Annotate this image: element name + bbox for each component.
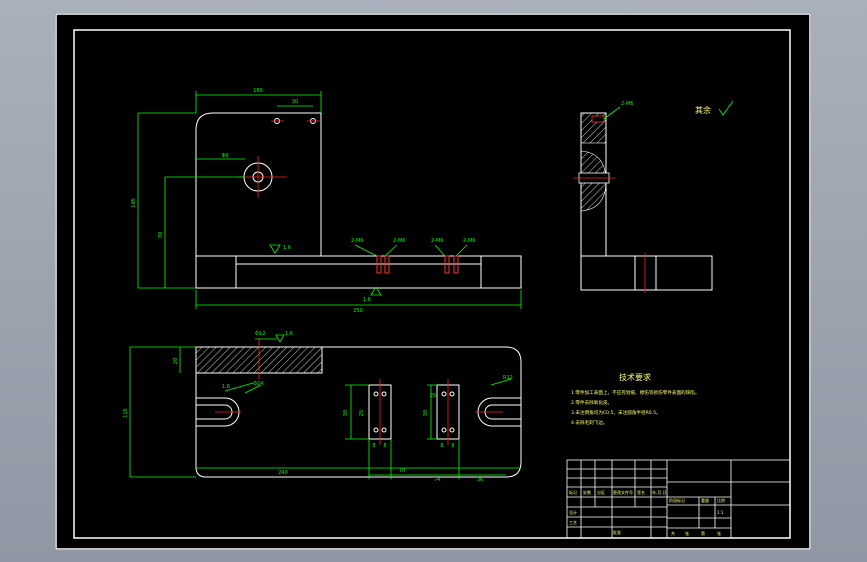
side-callout: 2-M6 [621, 101, 633, 107]
tb-sign: 签名 [637, 489, 645, 495]
pad2-dim-b: 25 [430, 393, 436, 399]
front-view [195, 112, 522, 289]
roughness-other-label: 其余 [695, 105, 711, 115]
title-block [566, 459, 791, 539]
pad1-dim-c: 8 [372, 443, 375, 449]
plan-dim-top: Φ12 [255, 331, 265, 337]
plan-dim-right: R12 [503, 375, 513, 381]
dim-base-label: 250 [353, 308, 363, 314]
plan-view-centerlines [215, 338, 503, 445]
callout-1: 2-M6 [351, 238, 363, 244]
tb-scale: 比例 [717, 497, 725, 503]
front-view-labels: 180 30 Φ9 145 70 250 1.6 1.6 2-M6 2-M6 2… [131, 88, 475, 314]
plan-dim-thick: 20 [173, 358, 179, 364]
tb-zone: 分区 [597, 489, 605, 495]
callout-4: 2-M6 [463, 238, 475, 244]
tb-sheet: 张 [717, 530, 721, 536]
roughness-base-label: 1.6 [363, 297, 371, 303]
side-view-hatching [578, 112, 610, 212]
front-view-centerlines [237, 120, 320, 198]
pad1-dim-b: 25 [359, 410, 365, 416]
callout-2: 2-M6 [393, 238, 405, 244]
callout-3: 2-M6 [431, 238, 443, 244]
pad2-dim-a: 30 [423, 410, 429, 416]
inner-frame [73, 29, 791, 539]
note-line-1: 1.零件加工表面上，不应有划痕、擦伤等损伤零件表面的缺陷。 [571, 389, 699, 396]
tb-process: 工艺 [569, 520, 577, 525]
plan-dim-gap2: 74 [434, 477, 440, 483]
note-line-2: 2.零件去除氧化皮。 [571, 399, 612, 406]
side-view-annotations [603, 100, 734, 120]
dim-hole-offset-label: 30 [292, 99, 298, 105]
notes-title: 技术要求 [619, 372, 651, 382]
tb-approve: 批准 [613, 529, 621, 535]
tb-sheets: 张 [685, 530, 689, 536]
dim-width-label: 180 [253, 88, 263, 94]
note-line-4: 4.去除毛刺飞边。 [571, 419, 608, 426]
note-line-3: 3.未注倒角均为C0.5，未注圆角半径R0.5。 [571, 409, 661, 416]
roughness-left-label: 1.6 [283, 245, 291, 251]
tb-doc: 更改文件号 [613, 489, 633, 495]
tb-count: 处数 [583, 489, 591, 495]
plan-view-labels: 115 20 240 Φ12 1.6 1.6 Φ24 R12 70 74 36 … [123, 331, 513, 483]
cad-drawing: 180 30 Φ9 145 70 250 1.6 1.6 2-M6 2-M6 2… [55, 13, 811, 550]
plan-dim-left: 1.6 [222, 384, 230, 390]
plan-dim-gap1: 70 [399, 468, 405, 474]
tb-total: 共 [671, 530, 675, 536]
tb-mark: 标记 [569, 489, 577, 495]
technical-notes: 技术要求 1.零件加工表面上，不应有划痕、擦伤等损伤零件表面的缺陷。 2.零件去… [571, 372, 699, 426]
tb-ratio: 1:1 [717, 510, 724, 515]
pad2-dim-c: 8 [440, 443, 443, 449]
pad2-dim-d: 8 [451, 443, 454, 449]
plan-dim-roughness: 1.6 [285, 331, 293, 337]
pad1-dim-d: 8 [383, 443, 386, 449]
tb-weight: 重量 [701, 497, 709, 503]
plan-view-dimensions [129, 334, 521, 479]
tb-no: 第 [701, 530, 705, 536]
plan-dim-gap3: 36 [477, 477, 483, 483]
plan-dim-slot: Φ24 [253, 381, 263, 387]
dim-hole-dia-label: Φ9 [221, 153, 228, 159]
side-view-centerlines [573, 177, 646, 293]
tb-date: 年.月.日 [652, 489, 667, 495]
plan-dim-length: 240 [278, 470, 288, 476]
dim-hole-height-label: 70 [158, 232, 164, 238]
dim-height-label: 145 [131, 198, 137, 208]
title-block-labels: 标记 处数 分区 更改文件号 签名 年.月.日 阶段标记 重量 比例 设计 工艺… [569, 489, 725, 536]
tb-stage: 阶段标记 [669, 497, 685, 503]
tb-design: 设计 [569, 509, 577, 515]
drawing-viewport[interactable]: 180 30 Φ9 145 70 250 1.6 1.6 2-M6 2-M6 2… [55, 13, 811, 550]
outer-frame [55, 13, 811, 550]
front-view-dimensions [137, 91, 522, 309]
pad1-dim-a: 30 [343, 410, 349, 416]
plan-dim-height: 115 [123, 408, 129, 418]
side-view-labels: 2-M6 其余 [621, 101, 711, 115]
